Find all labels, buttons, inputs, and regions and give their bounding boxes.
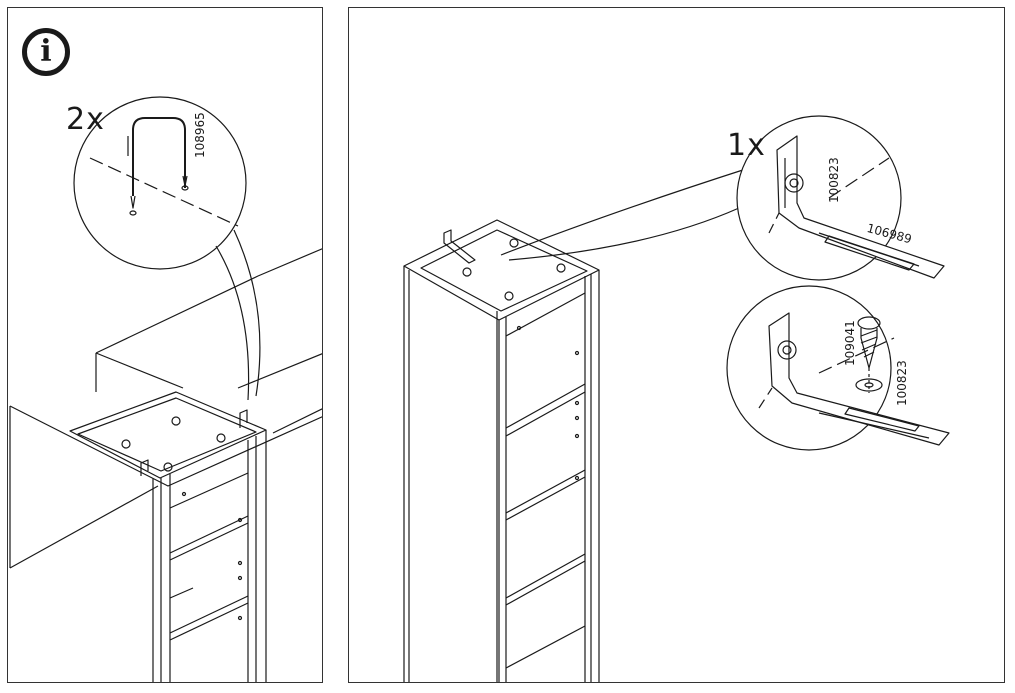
quantity-label-left: 2x	[66, 102, 105, 137]
part-code-bracket-top-a: 100823	[827, 157, 841, 203]
bookcase-on-table-illustration	[9, 96, 322, 682]
right-instruction-panel: 1x 100823 106989 109041 100823	[348, 7, 1005, 683]
info-icon: i	[22, 28, 70, 76]
part-code-bracket-bottom: 100823	[895, 360, 909, 406]
part-code-screw: 109041	[843, 320, 857, 366]
quantity-label-right: 1x	[727, 128, 766, 163]
left-instruction-panel: i 2x 108965	[7, 7, 323, 683]
info-icon-glyph: i	[40, 34, 52, 69]
part-code-108965: 108965	[193, 112, 207, 158]
bookcase-bracket-illustration	[403, 115, 950, 682]
